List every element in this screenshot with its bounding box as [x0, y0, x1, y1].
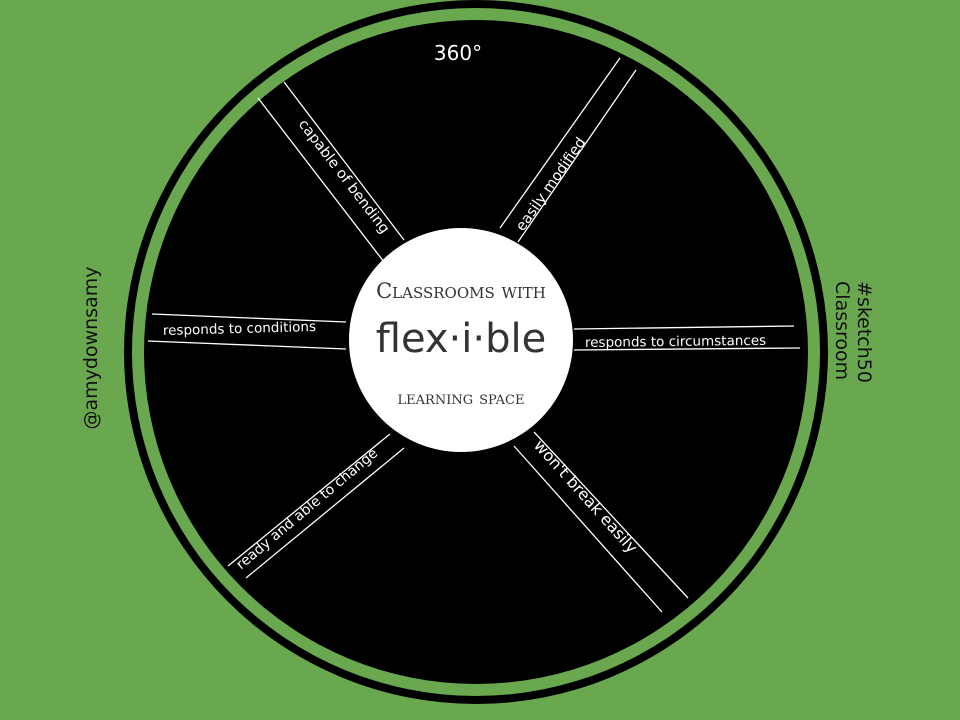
center-line-3: learning space: [398, 387, 525, 409]
center-hub: [349, 228, 573, 452]
spoke-line-upper-right-b: [517, 69, 637, 243]
center-word: flex·i·ble: [376, 316, 546, 362]
hashtag-label: #sketch50 Classroom: [830, 281, 875, 383]
spoke-label-responds-to-conditions: responds to conditions: [163, 319, 317, 339]
spoke-line-left-a: [151, 313, 347, 323]
spoke-line-left-b: [147, 340, 347, 350]
spoke-lines: [147, 57, 801, 613]
spoke-line-lower-right-b: [533, 431, 689, 599]
top-label: 360°: [434, 41, 482, 65]
spoke-line-lower-left-b: [245, 447, 405, 579]
hashtag-line-2: Classroom: [831, 281, 853, 381]
spoke-line-lower-right-a: [513, 445, 663, 613]
center-line-1: Classrooms with: [376, 279, 546, 303]
spoke-line-right-b: [573, 347, 801, 351]
spoke-line-right-a: [573, 325, 795, 330]
spoke-line-lower-left-a: [227, 433, 391, 567]
hashtag-line-1: #sketch50: [852, 281, 875, 383]
author-handle: @amydownsamy: [80, 266, 103, 430]
spoke-line-upper-right-a: [499, 57, 621, 229]
spoke-line-upper-left-a: [257, 97, 385, 263]
spoke-label-responds-to-circumstances: responds to circumstances: [585, 333, 766, 351]
spoke-line-upper-left-b: [283, 81, 405, 241]
